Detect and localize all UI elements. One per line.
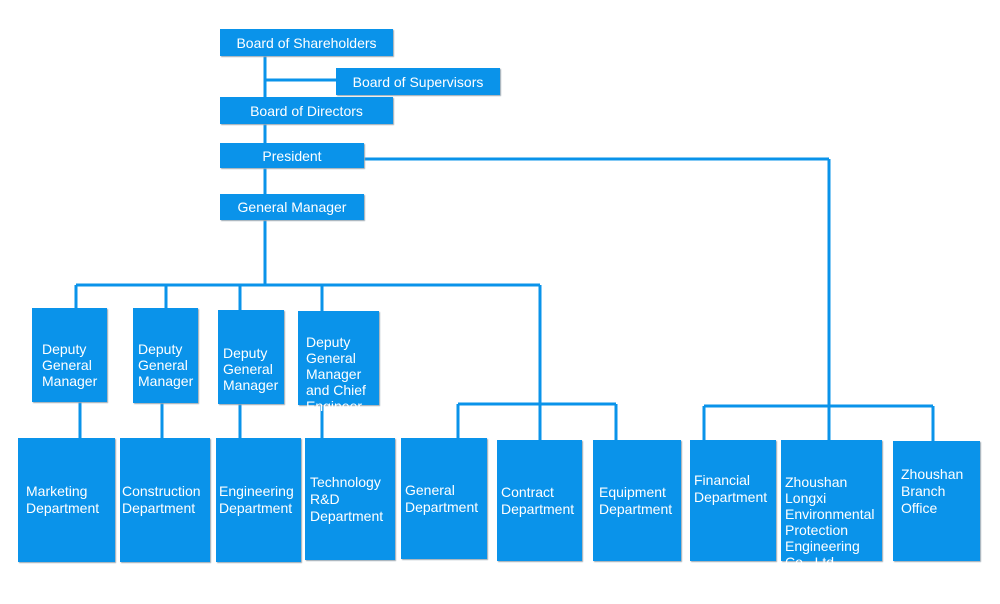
- deputy-general-manager-box: Deputy General Manager: [32, 308, 107, 402]
- zhoushan-branch-office-box: Zhoushan Branch Office: [893, 441, 980, 561]
- deputy-general-manager-label: Deputy General Manager: [138, 341, 194, 389]
- deputy-general-manager-label: Deputy General Manager: [223, 345, 279, 393]
- board-of-shareholders-label: Board of Shareholders: [236, 34, 377, 51]
- contract-department-label: Contract Department: [501, 483, 575, 517]
- zhoushan-longxi-company-label: Zhoushan Longxi Environmental Protection…: [785, 474, 875, 570]
- marketing-department-label: Marketing Department: [26, 483, 100, 516]
- general-department-box: General Department: [401, 438, 487, 559]
- equipment-department-box: Equipment Department: [593, 440, 681, 561]
- general-manager-box: General Manager: [220, 194, 364, 220]
- president-label: President: [262, 147, 322, 164]
- contract-department-box: Contract Department: [497, 440, 582, 561]
- board-of-directors-box: Board of Directors: [220, 97, 393, 124]
- zhoushan-branch-office-label: Zhoushan Branch Office: [901, 466, 964, 516]
- general-department-label: General Department: [405, 481, 479, 515]
- financial-department-label: Financial Department: [694, 472, 768, 505]
- marketing-department-box: Marketing Department: [18, 438, 115, 562]
- construction-department-label: Construction Department: [122, 483, 201, 516]
- board-of-supervisors-label: Board of Supervisors: [352, 73, 484, 90]
- deputy-general-manager-label: Deputy General Manager: [42, 341, 98, 389]
- construction-department-box: Construction Department: [120, 438, 210, 562]
- zhoushan-longxi-company-box: Zhoushan Longxi Environmental Protection…: [781, 440, 882, 570]
- equipment-department-label: Equipment Department: [599, 483, 673, 517]
- deputy-general-manager-box: Deputy General Manager: [218, 310, 284, 404]
- technology-rd-department-box: Technology R&D Department: [305, 438, 395, 560]
- board-of-directors-label: Board of Directors: [250, 102, 363, 119]
- engineering-department-label: Engineering Department: [219, 483, 294, 516]
- deputy-gm-chief-engineer-box: Deputy General Manager and Chief Enginee…: [298, 311, 379, 414]
- financial-department-box: Financial Department: [690, 440, 776, 561]
- board-of-supervisors-box: Board of Supervisors: [336, 68, 500, 95]
- engineering-department-box: Engineering Department: [216, 438, 301, 562]
- deputy-general-manager-box: Deputy General Manager: [133, 308, 198, 403]
- general-manager-label: General Manager: [237, 199, 347, 215]
- deputy-gm-chief-engineer-label: Deputy General Manager and Chief Enginee…: [306, 334, 366, 414]
- technology-rd-department-label: Technology R&D Department: [310, 473, 384, 524]
- board-of-shareholders-box: Board of Shareholders: [220, 29, 393, 56]
- president-box: President: [220, 143, 364, 168]
